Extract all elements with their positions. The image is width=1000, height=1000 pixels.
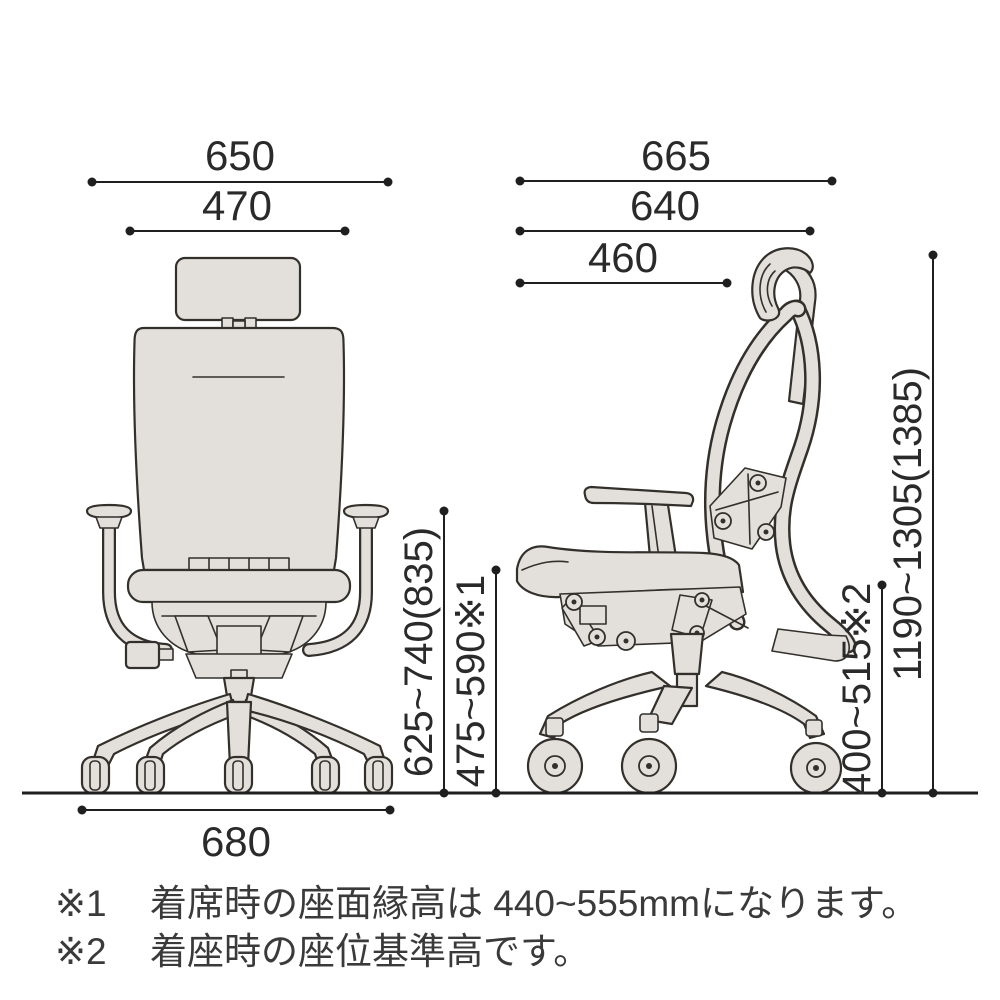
dim-overall-height-label: 1190~1305(1385)	[886, 367, 930, 681]
front-armrest-collar-left	[95, 516, 123, 529]
pivot-dot	[813, 765, 819, 771]
dim-body-depth: 640	[515, 182, 815, 236]
side-base-leg-rear	[704, 670, 826, 740]
caster-slot	[232, 760, 244, 791]
pivot-dot	[763, 529, 769, 535]
side-lumbar-bracket-lines	[715, 473, 779, 545]
dim-seat-depth: 460	[515, 234, 732, 288]
front-mech-box	[216, 625, 262, 657]
pivot-dot	[623, 638, 629, 644]
front-view-chair-drawing	[80, 256, 394, 795]
footnote-2-text: 着座時の座位基準高です。	[150, 931, 590, 972]
front-armrest-tube-right-fill	[304, 520, 371, 655]
dim-backrest-width-label: 470	[202, 182, 272, 229]
pivot-dot	[755, 480, 761, 486]
side-headrest-seams	[759, 263, 776, 313]
dim-overall-depth-label: 665	[641, 132, 711, 179]
side-base-leg-center	[646, 684, 694, 726]
dim-seat-depth-label: 460	[588, 234, 658, 281]
pivot-dot	[552, 763, 558, 769]
side-back-rail-front-fill	[706, 302, 804, 628]
footnote-2-marker: ※2	[55, 931, 107, 972]
dim-armrest-height: 625~740(835)	[397, 506, 449, 798]
dim-sitting-ref-height-label: 400~515※2	[835, 583, 879, 796]
side-back-rail-foot	[771, 628, 850, 662]
pivot-dot	[646, 763, 652, 769]
dim-base-width-label: 680	[201, 818, 271, 865]
dim-body-depth-label: 640	[630, 182, 700, 229]
front-armrest-pad-left	[85, 503, 133, 520]
dim-backrest-width: 470	[125, 182, 350, 236]
dim-overall-depth: 665	[515, 132, 837, 186]
side-mech-box	[579, 605, 607, 625]
front-lever-knob	[124, 640, 161, 670]
caster-slot	[319, 760, 331, 791]
side-lumbar-bracket	[709, 467, 787, 550]
dim-seat-height-label: 475~590※1	[449, 575, 493, 788]
front-armrest-pad-right	[342, 503, 390, 520]
side-seat-lip	[521, 560, 569, 571]
side-armrest-pad	[583, 485, 695, 508]
front-cylinder-collar	[230, 669, 248, 679]
dim-base-width: 680	[77, 805, 395, 865]
dim-overall-width-label: 650	[205, 132, 275, 179]
side-mech-lever	[705, 605, 749, 629]
front-mech-plate	[185, 653, 293, 679]
pivot-dot	[594, 634, 600, 640]
footnote-1-text: 着席時の座面縁高は 440~555mmになります。	[150, 883, 918, 924]
front-seat	[126, 568, 352, 604]
front-backrest	[132, 326, 346, 572]
dim-armrest-height-label: 625~740(835)	[397, 527, 441, 777]
side-view-chair-drawing	[515, 247, 857, 795]
dim-overall-width: 650	[87, 132, 393, 187]
side-cylinder	[669, 632, 705, 676]
pivot-dot	[571, 599, 577, 605]
footnote-1-marker: ※1	[55, 883, 107, 924]
pivot-dot	[720, 518, 726, 524]
front-back-seat-junction	[188, 557, 290, 571]
front-lever-link	[158, 648, 174, 661]
dim-sitting-ref-height: 400~515※2	[835, 580, 887, 798]
dim-seat-height: 475~590※1	[449, 565, 501, 798]
caster-slot	[144, 760, 156, 791]
front-casters	[80, 755, 394, 795]
side-caster-hub-front	[545, 717, 564, 737]
front-junction-slots	[208, 557, 270, 571]
dim-overall-height: 1190~1305(1385)	[886, 250, 938, 798]
side-back-rail-rear-fill	[775, 302, 854, 651]
side-caster-hub-rear	[805, 719, 823, 737]
footnotes: ※1 着席時の座面縁高は 440~555mmになります。 ※2 着座時の座位基準…	[55, 883, 918, 972]
caster-slot	[372, 760, 384, 791]
side-caster-hub-center	[639, 713, 659, 733]
front-headrest	[174, 256, 302, 322]
caster-slot	[89, 760, 101, 791]
pivot-dot	[699, 597, 705, 603]
front-armrest-collar-right	[352, 516, 380, 529]
